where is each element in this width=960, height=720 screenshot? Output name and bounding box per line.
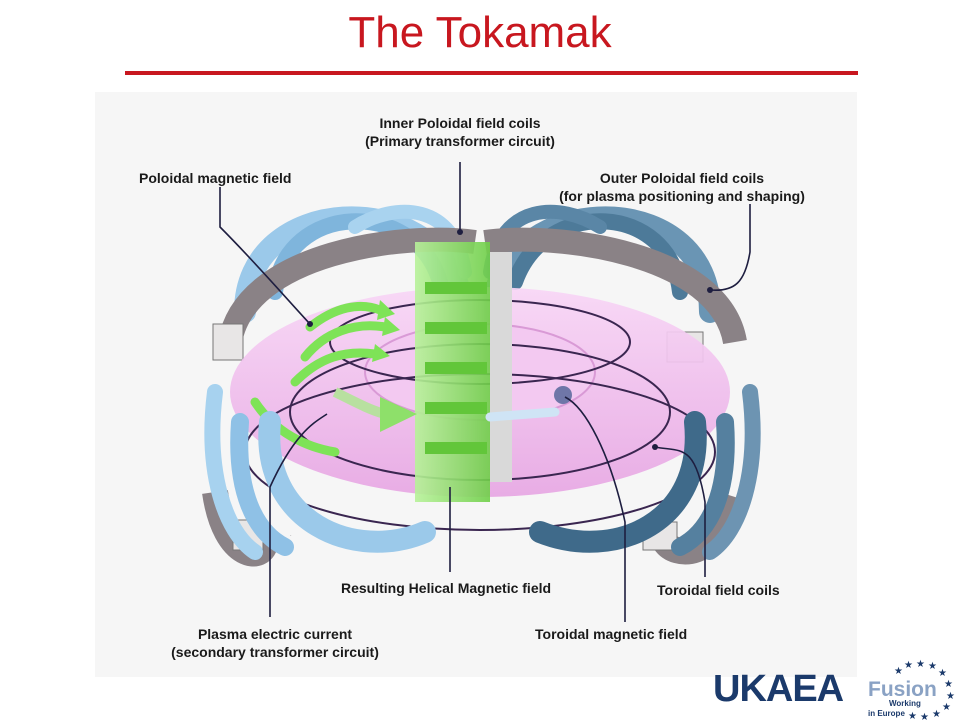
tokamak-illustration: · [202, 162, 761, 622]
poloidal-arrowheads [372, 300, 400, 362]
svg-text:★: ★ [908, 711, 917, 720]
central-solenoid [415, 242, 512, 502]
svg-text:★: ★ [920, 712, 929, 720]
toroidal-coils-front [204, 384, 761, 560]
plasma-current-arrow [332, 387, 417, 432]
drawing-reference-mark: · [290, 533, 292, 539]
svg-text:★: ★ [916, 659, 925, 670]
label-toroidal-coils: Toroidal field coils [657, 582, 780, 598]
svg-text:★: ★ [932, 709, 941, 720]
svg-text:★: ★ [928, 661, 937, 672]
page-title: The Tokamak [348, 8, 612, 57]
toroidal-field-arrow [485, 386, 572, 422]
label-plasma-current-line2: (secondary transformer circuit) [171, 644, 379, 660]
fusion-stars-icon: ★★★ ★★★ ★★★ ★★ [894, 659, 955, 720]
poloidal-field-arrows [250, 301, 390, 457]
label-poloidal-field: Poloidal magnetic field [139, 170, 292, 186]
svg-text:★: ★ [938, 668, 947, 679]
ukaea-logo: UKAEA [713, 668, 844, 710]
label-inner-poloidal-line2: (Primary transformer circuit) [365, 133, 555, 149]
fusion-tagline-2: in Europe [868, 709, 905, 718]
title-underline [125, 71, 858, 75]
label-plasma-current: Plasma electric current (secondary trans… [150, 625, 400, 661]
label-plasma-current-line1: Plasma electric current [197, 626, 353, 642]
fusion-logo-text: Fusion [868, 678, 937, 701]
svg-text:★: ★ [894, 666, 903, 677]
leader-lines [219, 162, 751, 622]
svg-text:★: ★ [942, 702, 951, 713]
svg-text:★: ★ [904, 660, 913, 671]
label-outer-poloidal-line2: (for plasma positioning and shaping) [559, 188, 805, 204]
svg-text:★: ★ [946, 691, 955, 702]
leader-dots [307, 229, 713, 450]
label-toroidal-field: Toroidal magnetic field [535, 626, 688, 642]
label-outer-poloidal: Outer Poloidal field coils (for plasma p… [542, 169, 822, 205]
label-inner-poloidal: Inner Poloidal field coils (Primary tran… [340, 114, 580, 150]
label-helical-field: Resulting Helical Magnetic field [341, 580, 552, 596]
label-inner-poloidal-line1: Inner Poloidal field coils [379, 115, 541, 131]
fusion-tagline-1: Working [889, 699, 921, 708]
label-outer-poloidal-line1: Outer Poloidal field coils [599, 170, 765, 186]
tokamak-diagram: · Inner Poloidal field coils (Primary tr… [95, 92, 857, 677]
svg-text:★: ★ [944, 679, 953, 690]
